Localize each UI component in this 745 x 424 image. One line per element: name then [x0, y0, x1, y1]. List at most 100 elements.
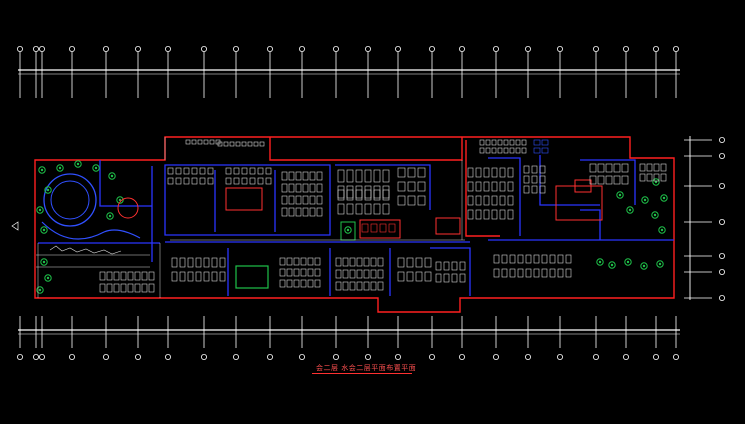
furniture-piece	[382, 189, 390, 201]
axis-bubble	[719, 294, 726, 301]
furniture-piece	[417, 181, 426, 192]
axis-bubble	[266, 353, 273, 360]
plant-symbol	[660, 194, 668, 202]
axis-bubble	[103, 353, 110, 360]
furniture-piece	[361, 223, 369, 233]
furniture-piece	[265, 167, 272, 175]
axis-bubble	[719, 218, 726, 225]
axis-bubble	[458, 353, 465, 360]
furniture-piece	[517, 254, 524, 264]
furniture-piece	[355, 189, 363, 201]
axis-bubble	[394, 46, 401, 53]
furniture-piece	[483, 181, 490, 192]
furniture-piece	[120, 271, 127, 281]
axis-bubble	[593, 46, 600, 53]
furniture-piece	[397, 271, 405, 282]
furniture-piece	[167, 167, 174, 175]
furniture-piece	[265, 177, 272, 185]
furniture-piece	[397, 167, 406, 178]
furniture-piece	[349, 257, 356, 267]
plant-center	[660, 228, 664, 232]
furniture-piece	[491, 209, 498, 220]
furniture-piece	[491, 195, 498, 206]
plant-center	[40, 168, 44, 172]
plant-center	[42, 260, 46, 264]
furniture-piece	[185, 139, 191, 145]
furniture-piece	[141, 271, 148, 281]
furniture-piece	[300, 257, 307, 266]
plant-symbol	[651, 211, 659, 219]
furniture-piece	[507, 181, 514, 192]
furniture-piece	[475, 195, 482, 206]
furniture-piece	[281, 195, 288, 205]
furniture-piece	[225, 167, 232, 175]
furniture-piece	[646, 173, 653, 182]
furniture-piece	[195, 271, 202, 282]
furniture-piece	[509, 268, 516, 278]
axis-bubble	[492, 46, 499, 53]
axis-bubble	[33, 353, 40, 360]
furniture-piece	[171, 271, 178, 282]
furniture-piece	[435, 273, 442, 283]
plant-center	[610, 263, 614, 267]
furniture-piece	[113, 283, 120, 293]
furniture-piece	[191, 177, 198, 185]
furniture-piece	[443, 273, 450, 283]
furniture-piece	[288, 195, 295, 205]
plant-center	[346, 228, 350, 232]
axis-bubble	[332, 46, 339, 53]
furniture-piece	[288, 171, 295, 181]
furniture-piece	[521, 147, 527, 154]
furniture-piece	[363, 257, 370, 267]
furniture-piece	[533, 268, 540, 278]
furniture-piece	[346, 189, 354, 201]
plant-symbol	[658, 226, 666, 234]
furniture-piece	[373, 203, 381, 215]
furniture-piece	[479, 147, 485, 154]
furniture-piece	[451, 261, 458, 271]
furniture-piece	[467, 167, 474, 178]
furniture-piece	[199, 167, 206, 175]
plant-center	[110, 174, 114, 178]
furniture-piece	[355, 169, 363, 183]
furniture-piece	[219, 257, 226, 268]
furniture-piece	[233, 167, 240, 175]
plant-symbol	[74, 160, 82, 168]
furniture-piece	[451, 273, 458, 283]
furniture-piece	[660, 163, 667, 172]
furniture-piece	[335, 257, 342, 267]
furniture-piece	[241, 141, 247, 147]
plant-center	[38, 208, 42, 212]
furniture-piece	[249, 167, 256, 175]
furniture-piece	[199, 177, 206, 185]
furniture-piece	[539, 185, 546, 194]
furniture-piece	[229, 141, 235, 147]
furniture-piece	[475, 181, 482, 192]
furniture-piece	[281, 183, 288, 193]
axis-bubble	[394, 353, 401, 360]
furniture-piece	[491, 167, 498, 178]
furniture-piece	[407, 167, 416, 178]
axis-bubble	[623, 46, 630, 53]
axis-bubble	[298, 353, 305, 360]
furniture-piece	[613, 163, 621, 173]
furniture-piece	[370, 257, 377, 267]
furniture-piece	[335, 269, 342, 279]
plant-center	[658, 262, 662, 266]
plant-center	[654, 180, 658, 184]
furniture-piece	[499, 195, 506, 206]
axis-bubble	[525, 353, 532, 360]
furniture-piece	[475, 209, 482, 220]
furniture-piece	[179, 271, 186, 282]
furniture-piece	[407, 195, 416, 206]
axis-bubble	[525, 46, 532, 53]
furniture-piece	[175, 177, 182, 185]
furniture-piece	[286, 279, 293, 288]
furniture-piece	[183, 167, 190, 175]
furniture-piece	[660, 173, 667, 182]
axis-bubble	[232, 46, 239, 53]
furniture-piece	[288, 183, 295, 193]
furniture-piece	[179, 257, 186, 268]
furniture-piece	[106, 283, 113, 293]
furniture-piece	[515, 147, 521, 154]
